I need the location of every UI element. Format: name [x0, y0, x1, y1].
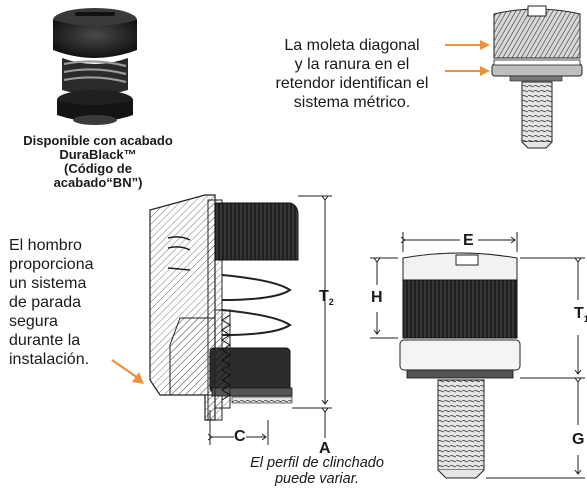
- shoulder-note-line1: El hombro: [9, 237, 82, 254]
- section-dimensions: [210, 195, 332, 445]
- finish-caption-line1: Disponible con acabado: [23, 133, 173, 148]
- clinch-profile-note: El perfil de clinchado puede variar.: [222, 455, 412, 487]
- metric-note-line3: retendor identifican el: [275, 75, 429, 92]
- dimension-t2-sub: 2: [328, 297, 334, 308]
- elevation-dimensions: [370, 232, 585, 479]
- section-view: [149, 194, 299, 421]
- shoulder-note-line2: proporciona: [9, 256, 94, 273]
- clinch-note-line1: El perfil de clinchado: [250, 455, 384, 471]
- dimension-t2-letter: T: [319, 288, 329, 305]
- metric-identification-note: La moleta diagonal y la ranura en el ret…: [262, 36, 442, 112]
- dimension-t1-letter: T: [574, 305, 584, 322]
- dimension-label-e: E: [463, 232, 474, 249]
- dimension-label-g: G: [572, 431, 585, 448]
- metric-fastener-elevation: [491, 5, 583, 149]
- shoulder-note-line6: durante la: [9, 332, 81, 349]
- shoulder-note-line3: un sistema: [9, 275, 87, 292]
- dimension-label-t2: T2: [319, 288, 334, 307]
- dimension-t1-sub: 1: [583, 314, 587, 325]
- finish-caption: Disponible con acabado DuraBlack™ (Códig…: [18, 134, 178, 190]
- shoulder-note-line5: segura: [9, 313, 58, 330]
- elevation-view: [399, 252, 521, 479]
- callout-arrows-top: [445, 40, 490, 76]
- finish-caption-line2: DuraBlack™: [59, 147, 137, 162]
- shoulder-note-line4: de parada: [9, 294, 82, 311]
- durablack-fastener-photo: [53, 8, 137, 125]
- metric-note-line1: La moleta diagonal: [284, 37, 420, 54]
- dimension-label-a: A: [319, 440, 331, 457]
- clinch-note-line2: puede variar.: [274, 471, 360, 487]
- shoulder-note: El hombro proporciona un sistema de para…: [9, 236, 129, 369]
- metric-note-line4: sistema métrico.: [293, 94, 411, 111]
- shoulder-note-line7: instalación.: [9, 351, 90, 368]
- metric-note-line2: y la ranura en el: [294, 56, 410, 73]
- callout-arrow-left: [111, 359, 144, 384]
- dimension-label-t1: T1: [574, 305, 587, 324]
- dimension-label-h: H: [371, 289, 383, 306]
- dimension-label-c: C: [234, 428, 246, 445]
- finish-caption-line3: (Código de acabado“BN”): [53, 161, 143, 190]
